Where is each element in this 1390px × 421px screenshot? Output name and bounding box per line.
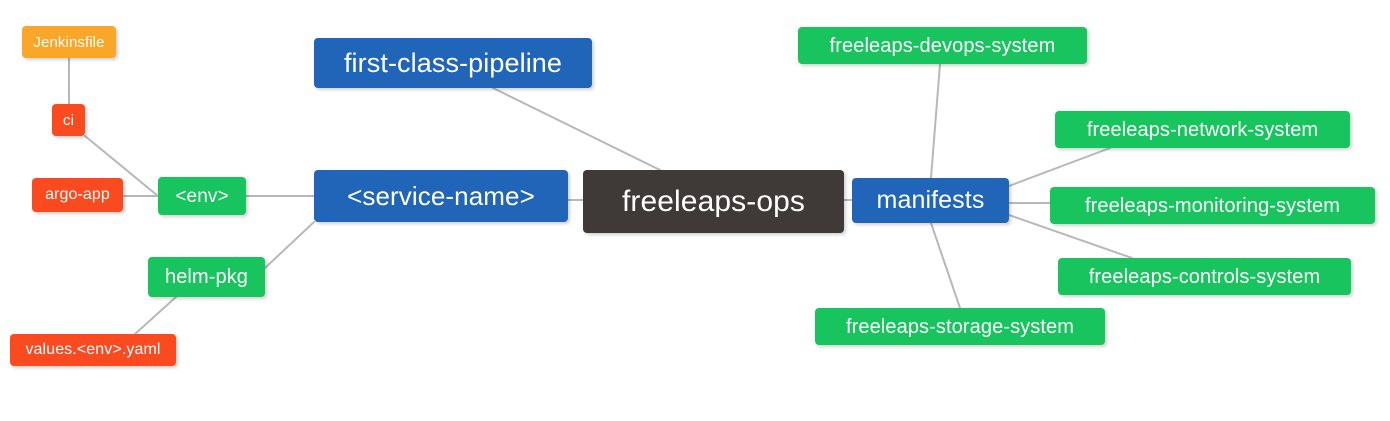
node-label-freeleaps-network-system: freeleaps-network-system bbox=[1086, 118, 1319, 141]
node-label-manifests: manifests bbox=[876, 186, 985, 214]
node-label-freeleaps-devops-system: freeleaps-devops-system bbox=[829, 34, 1056, 57]
node-freeleaps-monitoring-system[interactable]: freeleaps-monitoring-system bbox=[1050, 187, 1375, 224]
edge-first-class-pipeline-ops bbox=[492, 87, 661, 171]
node-label-freeleaps-storage-system: freeleaps-storage-system bbox=[845, 315, 1075, 338]
edge-manifests-storage bbox=[930, 222, 961, 309]
node-ci[interactable]: ci bbox=[52, 104, 85, 136]
node-label-env: <env> bbox=[175, 185, 229, 207]
edge-helm-pkg-values bbox=[134, 296, 177, 335]
node-freeleaps-network-system[interactable]: freeleaps-network-system bbox=[1055, 111, 1350, 148]
node-label-ci: ci bbox=[62, 111, 75, 129]
node-freeleaps-devops-system[interactable]: freeleaps-devops-system bbox=[798, 27, 1087, 64]
node-service-name[interactable]: <service-name> bbox=[314, 170, 568, 222]
edge-service-name-helm-pkg bbox=[264, 221, 315, 269]
node-freeleaps-ops[interactable]: freeleaps-ops bbox=[583, 170, 844, 233]
node-freeleaps-storage-system[interactable]: freeleaps-storage-system bbox=[815, 308, 1105, 345]
node-label-freeleaps-monitoring-system: freeleaps-monitoring-system bbox=[1084, 194, 1340, 217]
node-freeleaps-controls-system[interactable]: freeleaps-controls-system bbox=[1058, 258, 1351, 295]
node-helm-pkg[interactable]: helm-pkg bbox=[148, 257, 265, 297]
node-label-freeleaps-ops: freeleaps-ops bbox=[621, 184, 806, 218]
node-label-jenkinsfile: Jenkinsfile bbox=[33, 33, 105, 51]
node-label-freeleaps-controls-system: freeleaps-controls-system bbox=[1088, 265, 1321, 288]
node-label-service-name: <service-name> bbox=[347, 181, 535, 211]
node-label-first-class-pipeline: first-class-pipeline bbox=[343, 47, 563, 78]
node-label-values-env-yaml: values.<env>.yaml bbox=[25, 341, 161, 358]
node-manifests[interactable]: manifests bbox=[852, 178, 1009, 223]
node-label-argo-app: argo-app bbox=[45, 186, 110, 203]
node-argo-app[interactable]: argo-app bbox=[32, 178, 123, 212]
node-values-env-yaml[interactable]: values.<env>.yaml bbox=[10, 334, 176, 366]
node-env[interactable]: <env> bbox=[158, 177, 246, 215]
node-label-helm-pkg: helm-pkg bbox=[164, 266, 249, 288]
node-first-class-pipeline[interactable]: first-class-pipeline bbox=[314, 38, 592, 88]
node-jenkinsfile[interactable]: Jenkinsfile bbox=[22, 26, 116, 58]
edge-manifests-network bbox=[1008, 147, 1111, 187]
edge-manifests-devops bbox=[930, 63, 941, 179]
